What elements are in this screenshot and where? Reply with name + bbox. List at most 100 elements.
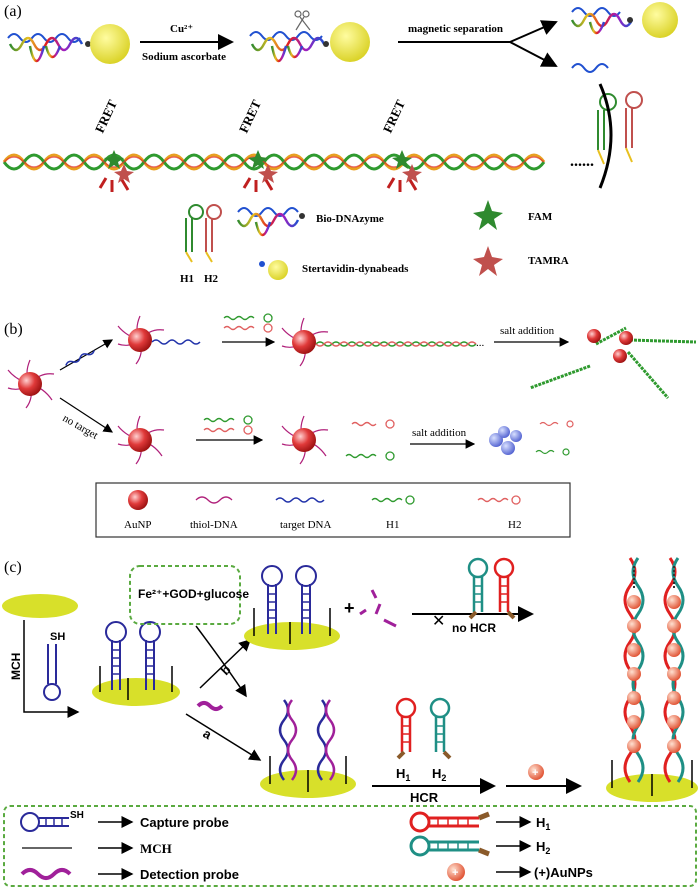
fam-icon [104,150,124,169]
fret-site-1: FRET [92,97,134,192]
aunp-plus-sign: + [532,767,538,779]
legend-sh: SH [70,810,84,821]
legend-bio-dnazyme: Bio-DNAzyme [316,213,384,225]
panel-a-legend: H1 H2 Bio-DNAzyme Stertavidin-dynabeads … [180,200,569,285]
fam-icon [248,150,268,169]
h2-hairpin-icon [206,204,222,220]
no-hcr-label: no HCR [452,621,496,635]
aunp-hcr-chain [281,317,477,367]
hairpins-b-bottom [203,415,253,435]
mch-label: MCH [9,653,23,680]
legend-beads: Stertavidin-dynabeads [302,263,409,275]
aunp-icon [619,331,633,345]
legend-capture-icon [20,812,40,832]
legend-detection: Detection probe [140,867,239,882]
aunp-icon [510,430,522,442]
reagent-label: Fe²⁺+GOD+glucose [138,587,249,601]
fam-icon [392,150,412,169]
bracket [598,83,613,189]
legend-tamra: TAMRA [528,255,569,267]
panel-c: (c) MCH SH Fe²⁺+GOD+glucose b [2,557,698,887]
h2-label: H2 [432,766,446,783]
reagent-box [129,565,241,625]
aunp-start [7,359,55,409]
aunp-icon [587,329,601,343]
legend-mch: MCH [140,841,172,856]
hairpins-c-top [467,557,516,620]
legend-h1-icon [409,811,431,833]
plus-sign: + [344,598,355,618]
salt-addition-bottom: salt addition [412,427,467,439]
tamra-icon [114,164,134,183]
legend-aunp: AuNP [124,519,152,531]
tamra-icon [402,164,422,183]
capture-probe-icon: SH [43,631,65,701]
aunp-icon [498,426,510,438]
legend-aunp-plus-icon [447,863,465,881]
legend-bead-icon [268,260,288,280]
path-a-label: a [201,726,215,743]
legend-h1: H1 [180,273,194,285]
legend-h2-icon [409,835,431,857]
legend-aunps: (+)AuNPs [534,865,593,880]
panel-b-legend: AuNP thiol-DNA target DNA H1 H2 [95,482,571,538]
scissors-icon [294,10,311,31]
panel-a: (a) Cu²⁺ Sodium ascorbate [2,2,678,285]
aunp-icon [128,328,152,352]
legend-h1: H1 [386,519,399,531]
aggregated-aunps [489,420,574,456]
panel-a-label: (a) [4,3,22,20]
bio-dnazyme-icon [236,207,305,237]
fret-label: FRET [92,97,120,135]
hcr-label: HCR [410,790,439,805]
salt-addition-top: salt addition [500,325,555,337]
dispersed-aunps [529,326,697,399]
aunp-icon [18,372,42,396]
aunp-plus-icon [528,764,544,780]
tamra-icon [258,164,278,183]
legend-h1-icon [405,495,415,505]
aunp-icon [128,428,152,452]
dnazyme-on-bead-start [7,24,130,64]
legend-h2-icon [511,495,521,505]
dnazyme-cleaved [249,10,370,63]
aunp-with-free-hairpins [281,415,395,465]
bead-icon [642,2,678,38]
legend-aunp-plus-sign: + [452,867,458,879]
aunp-icon [613,349,627,363]
sh-label: SH [50,631,65,643]
legend-thiol-icon [195,496,233,504]
hairpins-c-bottom [395,697,452,760]
cleaved-fragments [359,589,397,628]
legend-fam: FAM [528,211,553,223]
target-dna [65,350,95,366]
legend-thiol: thiol-DNA [190,519,238,531]
legend-h1: H1 [536,815,550,832]
chain-dots: ... [476,337,485,349]
electrode-a-result [260,699,356,798]
legend-h2: H2 [508,519,521,531]
aunp-no-target [117,415,165,465]
fret-site-2: FRET [236,97,278,192]
panel-c-legend: SH Capture probe MCH Detection probe H1 … [3,805,697,887]
hcr-final-structure [606,557,698,802]
no-target-label: no target [61,412,100,442]
bare-electrode [2,594,78,618]
legend-aunp-icon [128,490,148,510]
continuation-dots: ...... [570,153,594,170]
legend-detection-icon [20,868,72,880]
hairpins-b-top [223,313,273,333]
aunp-icon [292,428,316,452]
panel-b-label: (b) [4,321,23,338]
electrode-b-result [244,565,340,650]
arrow1-top-label: Cu²⁺ [170,23,193,35]
no-hcr-x-icon: ✕ [432,613,445,630]
legend-h2: H2 [204,273,219,285]
fret-label: FRET [236,97,264,135]
detection-probe [196,701,224,711]
aunp-target-bound [117,315,201,365]
bead-icon [90,24,130,64]
legend-target-icon [275,497,325,503]
hcr-duplex [2,153,546,171]
aunp-icon [501,441,515,455]
